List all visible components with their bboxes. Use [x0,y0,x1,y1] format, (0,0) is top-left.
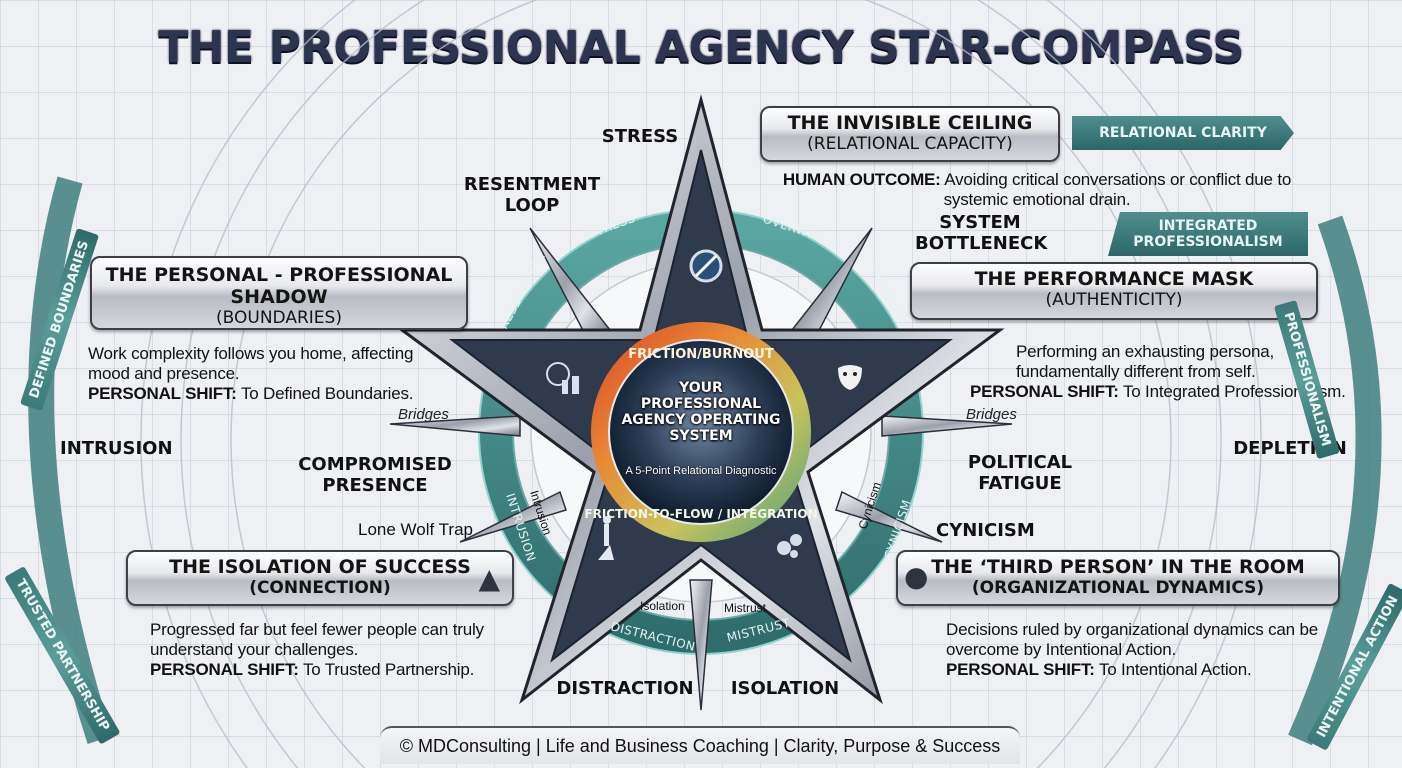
panel-subtitle: (CONNECTION) [249,578,391,598]
panel-subtitle: (RELATIONAL CAPACITY) [807,134,1013,154]
mountain-climber-icon: ▲ [478,562,500,595]
label-bridges-right: Bridges [966,406,1017,423]
desc-text: Performing an exhausting persona, fundam… [1016,342,1275,381]
ribbon-relational-clarity: RELATIONAL CLARITY [1072,116,1294,150]
panel-third-person: ● THE ‘THIRD PERSON’ IN THE ROOM (ORGANI… [896,550,1340,606]
shift-label: PERSONAL SHIFT: [150,660,299,679]
shift-label: PERSONAL SHIFT: [88,384,237,403]
outcome-text: Avoiding critical conversations or confl… [943,170,1292,209]
label-isolation: ISOLATION [730,678,840,699]
label-compromised-presence: COMPROMISED PRESENCE [298,454,452,496]
panel-personal-professional-shadow: THE PERSONAL - PROFESSIONAL SHADOW (BOUN… [90,256,468,330]
panel-title: THE PERSONAL - PROFESSIONAL SHADOW [105,264,453,308]
shift-text: To Intentional Action. [1098,660,1252,679]
label-political-fatigue: POLITICAL FATIGUE [967,452,1073,494]
shift-label: PERSONAL SHIFT: [946,660,1095,679]
gears-icon [777,534,802,558]
label-stress: STRESS [601,126,679,147]
footer-credit: © MDConsulting | Life and Business Coach… [380,726,1020,764]
label-cynicism: CYNICISM [936,520,1035,541]
panel-subtitle: (ORGANIZATIONAL DYNAMICS) [971,578,1265,598]
panel-invisible-ceiling: THE INVISIBLE CEILING (RELATIONAL CAPACI… [760,106,1060,162]
page-title: THE PROFESSIONAL AGENCY STAR-COMPASS [158,22,1244,73]
label-system-bottleneck: SYSTEM BOTTLENECK [915,212,1048,254]
outcome-label: HUMAN OUTCOME: [782,170,941,189]
panel-title: THE ISOLATION OF SUCCESS [169,556,471,578]
panel-title: THE INVISIBLE CEILING [787,112,1033,134]
shadow-description: Work complexity follows you home, affect… [88,344,428,404]
mask-description: Performing an exhausting persona, fundam… [970,342,1370,402]
panel-title: THE ‘THIRD PERSON’ IN THE ROOM [931,556,1305,578]
panel-title: THE PERFORMANCE MASK [974,268,1254,290]
center-title: YOUR PROFESSIONAL AGENCY OPERATING SYSTE… [621,380,781,444]
label-depletion: DEPLETION [1233,438,1347,459]
shift-text: To Defined Boundaries. [240,384,414,403]
ribbon-integrated-professionalism: INTEGRATED PROFESSIONALISM [1108,212,1308,256]
desc-text: Decisions ruled by organizational dynami… [946,620,1318,659]
person-network-icon: ● [904,560,929,593]
desc-text: Work complexity follows you home, affect… [88,344,414,383]
panel-performance-mask: THE PERFORMANCE MASK (AUTHENTICITY) [910,262,1318,320]
ceiling-outcome: HUMAN OUTCOME: Avoiding critical convers… [772,170,1302,210]
panel-subtitle: (BOUNDARIES) [216,308,342,328]
compass-block-icon [689,249,723,283]
label-distraction: DISTRACTION [556,678,694,699]
panel-subtitle: (AUTHENTICITY) [1045,290,1183,310]
ring-label-isolation-inner: Isolation [640,599,685,613]
desc-text: Progressed far but feel fewer people can… [150,620,484,659]
panel-isolation-of-success: THE ISOLATION OF SUCCESS (CONNECTION) ▲ [126,550,514,606]
label-lone-wolf-trap: Lone Wolf Trap [358,520,473,539]
clock-family-icon [546,362,579,394]
third-person-description: Decisions ruled by organizational dynami… [946,620,1336,680]
climber-icon [598,516,614,560]
isolation-description: Progressed far but feel fewer people can… [150,620,530,680]
label-intrusion: INTRUSION [60,438,173,459]
center-subtitle: A 5-Point Relational Diagnostic [625,465,777,477]
label-bridges-left: Bridges [398,406,449,423]
shift-label: PERSONAL SHIFT: [970,382,1119,401]
theater-mask-icon [838,365,862,390]
core-ring-bottom: FRICTION-TO-FLOW / INTEGRATION [584,507,817,521]
shift-text: To Trusted Partnership. [302,660,475,679]
core-ring-top: FRICTION/BURNOUT [628,347,774,362]
label-resentment-loop: RESENTMENT LOOP [463,174,601,216]
ring-label-mistrust-inner: Mistrust [724,601,767,615]
shift-text: To Integrated Professionalism. [1122,382,1346,401]
